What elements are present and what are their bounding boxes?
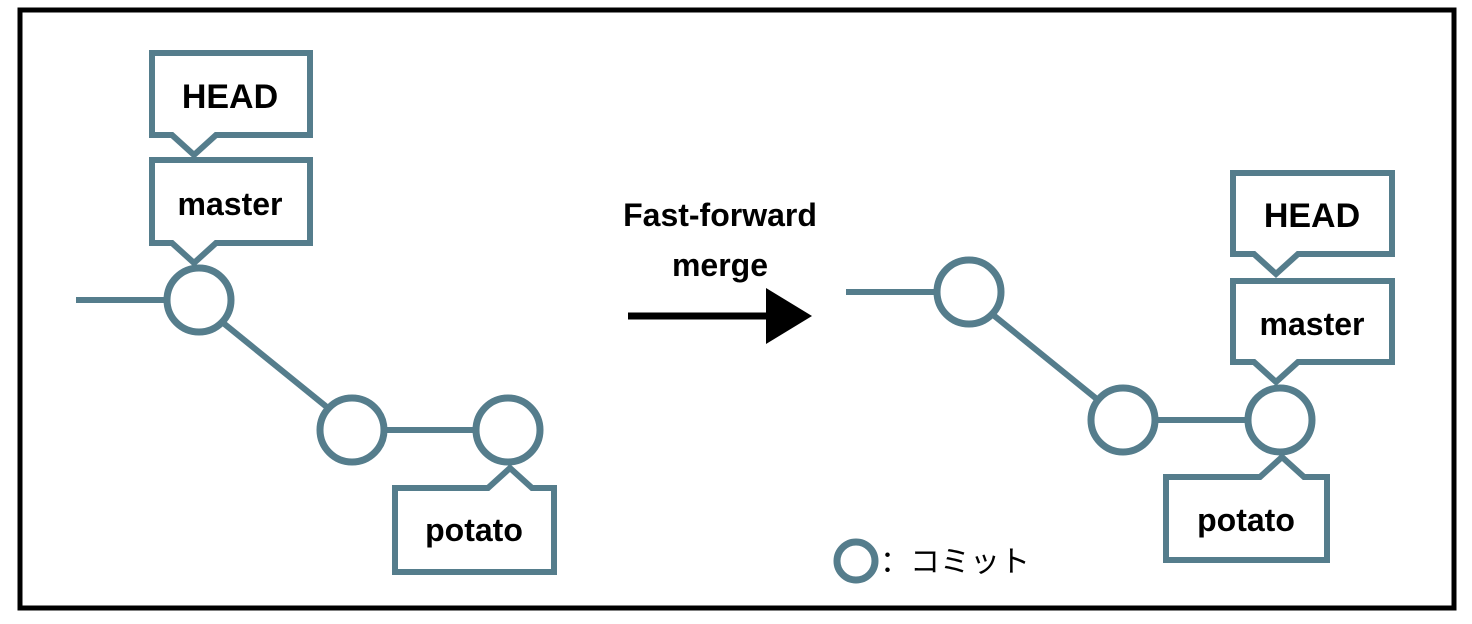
- diagram-frame: [17, 7, 1457, 611]
- arrow-label-line2: merge: [672, 247, 768, 283]
- potato-label: potato: [1197, 502, 1295, 538]
- after-graph: HEAD master potato: [846, 170, 1395, 563]
- commit-node: [933, 256, 1005, 328]
- fast-forward-arrow: Fast-forward merge: [623, 197, 817, 344]
- commit-legend-icon: [833, 538, 879, 584]
- arrow-label-line1: Fast-forward: [623, 197, 817, 233]
- potato-label: potato: [425, 512, 523, 548]
- potato-branch-pointer: [392, 463, 557, 575]
- head-pointer: [1230, 170, 1395, 279]
- head-label: HEAD: [1264, 197, 1360, 235]
- before-graph: HEAD master potato: [76, 50, 557, 575]
- commit-node: [316, 394, 388, 466]
- head-pointer: [149, 50, 313, 160]
- commit-edge: [220, 319, 330, 411]
- commit-edge: [990, 311, 1100, 403]
- master-branch-pointer: [1230, 278, 1395, 387]
- commit-node: [1244, 384, 1316, 456]
- master-label: master: [178, 186, 283, 222]
- arrow-head-icon: [766, 288, 812, 344]
- commit-node: [1087, 384, 1159, 456]
- potato-branch-pointer: [1163, 452, 1330, 563]
- commit-node: [472, 394, 544, 466]
- head-label: HEAD: [182, 78, 278, 116]
- legend: ：コミット: [833, 538, 1030, 584]
- commit-node: [163, 264, 235, 336]
- legend-label: ：コミット: [880, 545, 1030, 580]
- master-label: master: [1260, 306, 1365, 342]
- master-branch-pointer: [149, 157, 313, 268]
